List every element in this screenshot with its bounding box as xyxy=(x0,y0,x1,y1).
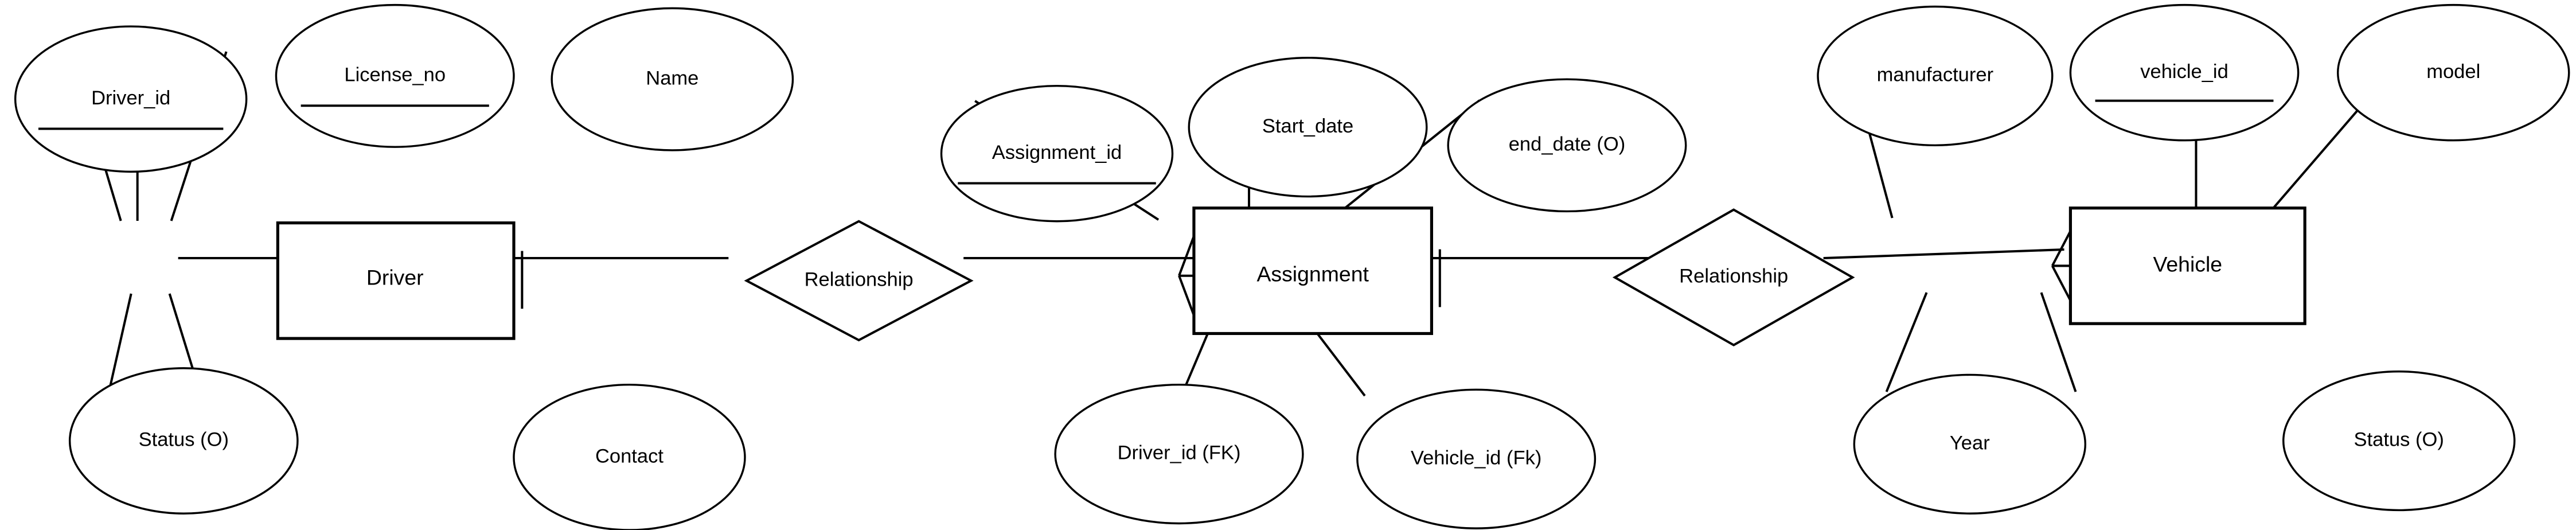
attribute-vehicle-id[interactable]: vehicle_id xyxy=(2069,3,2300,142)
attribute-ellipse xyxy=(513,384,746,530)
attribute-label: Start_date xyxy=(1262,115,1353,137)
attribute-ellipse xyxy=(275,3,515,148)
attribute-ellipse xyxy=(1447,78,1687,213)
relationship-label: Relationship xyxy=(1679,266,1788,287)
connector-relationship2-vehicle xyxy=(1823,248,2064,260)
attribute-label: vehicle_id xyxy=(2140,61,2228,83)
attribute-label: end_date (O) xyxy=(1509,133,1625,155)
attribute-label: Status (O) xyxy=(139,429,229,451)
connector-driver-status xyxy=(108,293,132,391)
attribute-vehicle-model[interactable]: model xyxy=(2337,3,2570,142)
attribute-label: manufacturer xyxy=(1877,64,1993,86)
attribute-label: model xyxy=(2426,61,2480,83)
relationship-driver-assignment[interactable]: Relationship xyxy=(744,220,974,342)
entity-driver[interactable]: Driver xyxy=(276,221,516,340)
attribute-vehicle-manufacturer[interactable]: manufacturer xyxy=(1817,5,2054,147)
attribute-label: Vehicle_id (Fk) xyxy=(1411,447,1541,469)
attribute-ellipse xyxy=(2337,3,2570,142)
connector-vehicle-status xyxy=(2040,292,2077,392)
attribute-ellipse xyxy=(1817,5,2054,147)
attribute-driver-status[interactable]: Status (O) xyxy=(68,367,299,515)
attribute-vehicle-status[interactable]: Status (O) xyxy=(2282,370,2516,512)
attribute-driver-name[interactable]: Name xyxy=(551,7,794,151)
connector-vehicle-year xyxy=(1885,292,1928,392)
relationship-assignment-vehicle[interactable]: Relationship xyxy=(1612,208,1855,346)
attribute-label: Year xyxy=(1950,432,1990,454)
cardinality-vehicle-many-icon xyxy=(2051,231,2072,301)
attribute-assignment-end-date[interactable]: end_date (O) xyxy=(1447,78,1687,213)
attribute-ellipse xyxy=(551,7,794,151)
attribute-label: Assignment_id xyxy=(992,142,1122,163)
attribute-ellipse xyxy=(1356,388,1597,529)
attribute-label: Driver_id (FK) xyxy=(1118,442,1241,464)
attribute-ellipse xyxy=(940,84,1174,223)
entity-vehicle[interactable]: Vehicle xyxy=(2068,206,2306,325)
attribute-label: Status (O) xyxy=(2354,429,2444,451)
attribute-ellipse xyxy=(2069,3,2300,142)
relationship-diamond xyxy=(1612,208,1855,346)
attribute-label: Driver_id xyxy=(91,87,170,109)
attribute-vehicle-year[interactable]: Year xyxy=(1853,373,2087,515)
attribute-ellipse xyxy=(1853,373,2087,515)
attribute-label: Name xyxy=(646,67,698,89)
attribute-assignment-driver-id-fk[interactable]: Driver_id (FK) xyxy=(1054,383,1304,525)
attribute-ellipse xyxy=(1054,383,1304,525)
entity-label: Assignment xyxy=(1256,262,1369,286)
attribute-ellipse xyxy=(1188,57,1428,198)
attribute-ellipse xyxy=(2282,370,2516,512)
attribute-assignment-start-date[interactable]: Start_date xyxy=(1188,57,1428,198)
cardinality-assignment-many-icon xyxy=(1178,235,1195,316)
attribute-assignment-id[interactable]: Assignment_id xyxy=(940,84,1174,223)
attribute-label: Contact xyxy=(595,445,663,467)
entity-label: Vehicle xyxy=(2153,252,2222,276)
attribute-driver-id[interactable]: Driver_id xyxy=(14,25,248,173)
attribute-driver-license-no[interactable]: License_no xyxy=(275,3,515,148)
entity-label: Driver xyxy=(366,265,424,289)
entity-box xyxy=(1192,206,1434,336)
attribute-label: License_no xyxy=(344,64,446,86)
attribute-assignment-vehicle-id-fk[interactable]: Vehicle_id (Fk) xyxy=(1356,388,1597,529)
relationship-diamond xyxy=(744,220,974,342)
attribute-ellipse xyxy=(68,367,299,515)
entity-assignment[interactable]: Assignment xyxy=(1192,206,1434,336)
attribute-ellipse xyxy=(14,25,248,173)
entity-box xyxy=(276,221,516,340)
entity-box xyxy=(2068,206,2306,325)
relationship-label: Relationship xyxy=(805,268,914,290)
attribute-driver-contact[interactable]: Contact xyxy=(513,384,746,530)
